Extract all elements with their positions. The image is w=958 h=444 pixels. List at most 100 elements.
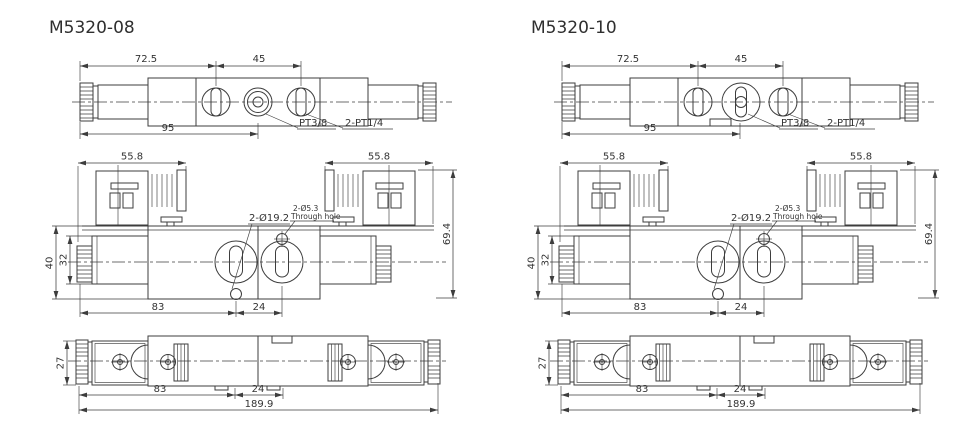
callout-side-ports: 2-PT1/4 xyxy=(305,113,393,130)
top-view: 72.5 45 95 PT3/8 2-PT1/4 xyxy=(72,54,452,139)
title-bullet-icon xyxy=(512,20,525,33)
dim-label: 189.9 xyxy=(245,399,274,410)
dim-label: 72.5 xyxy=(617,54,639,65)
hole-dia-label: 2-Ø19.2 xyxy=(249,212,289,224)
solenoid-coil-left xyxy=(76,235,149,285)
dim-label: 83 xyxy=(634,302,647,313)
mounting-screw xyxy=(387,353,405,371)
mounting-screw xyxy=(822,354,838,370)
dim-label: 55.8 xyxy=(603,152,625,163)
manual-override-right xyxy=(814,216,837,227)
dim-label: 45 xyxy=(253,54,266,65)
dim-coil-left-width: 55.8 xyxy=(559,152,669,242)
hole-dia-label: 2-Ø19.2 xyxy=(731,212,771,224)
model-title: M5320-08 xyxy=(49,18,135,38)
manual-override-right xyxy=(332,216,355,227)
coil-assembly-left-bottom xyxy=(75,339,189,386)
through-hole-top xyxy=(274,231,290,247)
callout-through-holes: 2-Ø5.3 Through hole xyxy=(284,204,341,235)
dim-label: 83 xyxy=(152,302,165,313)
mounting-screw xyxy=(340,354,356,370)
dim-label: 40 xyxy=(45,257,56,270)
dim-label: 24 xyxy=(734,384,747,395)
dim-label: 83 xyxy=(636,384,649,395)
callout-center-port: PT3/8 xyxy=(265,113,336,130)
dim-label: 189.9 xyxy=(727,399,756,410)
dim-label: 32 xyxy=(541,254,552,267)
dim-bottom-hole-left-offset: 83 xyxy=(560,384,718,414)
through-hole-bottom xyxy=(230,288,242,300)
dim-label: 32 xyxy=(59,254,70,267)
bottom-view: 27 83 24 189.9 xyxy=(538,335,928,414)
dim-overall-length: 189.9 xyxy=(79,383,439,414)
dim-bottom-hole-left-offset: 83 xyxy=(78,384,236,414)
dim-label: 40 xyxy=(527,257,538,270)
dim-label: 83 xyxy=(154,384,167,395)
valve-body-front xyxy=(564,225,916,300)
dim-overall-length: 189.9 xyxy=(561,383,921,414)
din-connector-left xyxy=(95,165,187,226)
callout-port-holes: 2-Ø19.2 xyxy=(713,212,772,290)
dim-coil-right-width: 55.8 xyxy=(324,152,434,224)
mounting-screw xyxy=(160,354,176,370)
dim-label: 95 xyxy=(162,123,175,134)
dim-overall-height: 69.4 xyxy=(418,169,457,299)
dim-label: 27 xyxy=(538,357,549,370)
dim-label: 55.8 xyxy=(121,152,143,163)
drawing-m5320-10: M5320-10 xyxy=(482,0,958,444)
front-view: 2-Ø19.2 2-Ø5.3 Through hole 55.8 55.8 69… xyxy=(527,152,939,317)
manual-override-left xyxy=(160,216,183,227)
valve-dimension-drawing: M5320-10 xyxy=(512,18,939,414)
dim-label: 72.5 xyxy=(135,54,157,65)
callout-center-port: PT3/8 xyxy=(747,113,818,130)
valve-body-front xyxy=(82,225,434,300)
hole-note-label: Through hole xyxy=(772,212,823,221)
center-port-10 xyxy=(709,82,761,127)
dim-label: 69.4 xyxy=(442,223,453,245)
dim-port-span: 45 xyxy=(216,54,302,86)
dim-label: 55.8 xyxy=(850,152,872,163)
bottom-view: 27 83 24 189.9 xyxy=(56,335,446,414)
dim-hole-spacing: 24 xyxy=(718,286,765,317)
through-hole-top xyxy=(756,231,772,247)
valve-dimension-drawing: M5320-08 xyxy=(30,18,457,414)
dim-bottom-height: 27 xyxy=(56,340,76,386)
port-hole-left xyxy=(201,87,231,117)
callout-port-holes: 2-Ø19.2 xyxy=(231,212,290,290)
coil-assembly-right-bottom xyxy=(327,339,441,386)
port-hole-right xyxy=(286,87,316,117)
center-port-08 xyxy=(243,87,273,117)
port-hole-left xyxy=(683,87,713,117)
model-title: M5320-10 xyxy=(531,18,617,38)
dim-hole-left-offset: 83 xyxy=(561,284,719,317)
solenoid-coil-left xyxy=(558,235,631,285)
callout-through-holes: 2-Ø5.3 Through hole xyxy=(766,204,823,235)
dim-body-height: 40 xyxy=(527,225,630,300)
dim-hole-left-offset: 83 xyxy=(79,284,237,317)
callout-side-ports: 2-PT1/4 xyxy=(787,113,875,130)
port-thread-label: PT3/8 xyxy=(299,118,327,129)
port-hole-right xyxy=(768,87,798,117)
armature-arc xyxy=(367,344,386,380)
drawing-header: M5320-10 xyxy=(512,18,617,38)
port-thread-label: 2-PT1/4 xyxy=(827,118,865,129)
mounting-screw xyxy=(869,353,887,371)
dim-coil-height: 32 xyxy=(59,235,92,285)
dim-label: 24 xyxy=(252,384,265,395)
title-bullet-icon xyxy=(30,20,43,33)
dim-coil-left-width: 55.8 xyxy=(77,152,187,242)
dim-hole-spacing: 24 xyxy=(236,286,283,317)
dim-bottom-height: 27 xyxy=(538,340,558,386)
hole-dia-label: 2-Ø5.3 xyxy=(775,204,801,213)
dim-bottom-hole-spacing: 24 xyxy=(235,384,284,399)
dim-label: 55.8 xyxy=(368,152,390,163)
port-thread-label: 2-PT1/4 xyxy=(345,118,383,129)
solenoid-coil-right xyxy=(319,235,392,285)
armature-arc xyxy=(849,344,868,380)
mounting-screw xyxy=(593,353,611,371)
dim-bottom-hole-spacing: 24 xyxy=(717,384,766,399)
solenoid-left-top xyxy=(79,82,149,122)
dim-body-height: 40 xyxy=(45,225,148,300)
dim-body-length: 95 xyxy=(561,122,741,139)
